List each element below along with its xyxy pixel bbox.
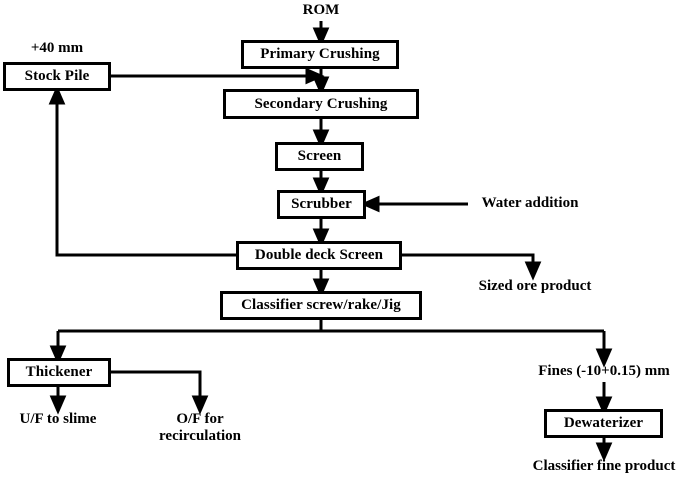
label-water-addition: Water addition: [481, 195, 579, 211]
node-stock-pile-label: Stock Pile: [24, 68, 90, 84]
label-plus-40-mm: +40 mm: [30, 40, 84, 56]
node-stock-pile[interactable]: Stock Pile: [3, 62, 111, 91]
node-dewaterizer-label: Dewaterizer: [563, 415, 644, 431]
node-classifier-label: Classifier screw/rake/Jig: [241, 297, 401, 313]
node-secondary-crushing[interactable]: Secondary Crushing: [223, 89, 419, 119]
node-thickener[interactable]: Thickener: [7, 358, 111, 387]
label-of-for-recirculation: O/F for recirculation: [159, 411, 241, 444]
node-primary-crushing[interactable]: Primary Crushing: [241, 40, 399, 69]
connector-doubledeck-to-stockpile: [48, 85, 236, 257]
connector-thickener-to-of: [111, 370, 209, 415]
node-screen[interactable]: Screen: [275, 142, 364, 171]
node-dewaterizer[interactable]: Dewaterizer: [544, 409, 663, 438]
label-classifier-fine-product: Classifier fine product: [532, 458, 676, 474]
node-screen-label: Screen: [297, 148, 342, 164]
node-double-deck-screen[interactable]: Double deck Screen: [236, 241, 402, 270]
label-sized-ore-product: Sized ore product: [478, 278, 592, 294]
node-scrubber[interactable]: Scrubber: [277, 190, 366, 219]
node-double-deck-screen-label: Double deck Screen: [254, 247, 384, 263]
node-classifier[interactable]: Classifier screw/rake/Jig: [220, 291, 422, 320]
node-thickener-label: Thickener: [25, 364, 93, 380]
node-primary-crushing-label: Primary Crushing: [260, 46, 380, 62]
connector-doubledeck-to-sized-ore: [402, 253, 542, 281]
node-scrubber-label: Scrubber: [291, 196, 352, 212]
node-secondary-crushing-label: Secondary Crushing: [254, 95, 388, 112]
label-uf-to-slime: U/F to slime: [19, 411, 97, 427]
label-rom: ROM: [302, 2, 340, 18]
label-fines: Fines (-10+0.15) mm: [538, 363, 670, 379]
